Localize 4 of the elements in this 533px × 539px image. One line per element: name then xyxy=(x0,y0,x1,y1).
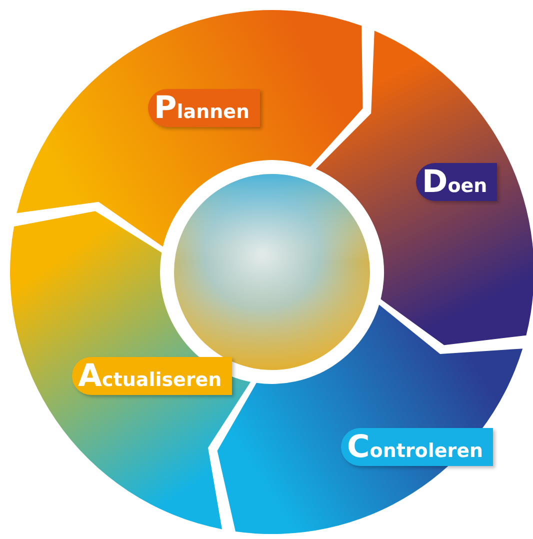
step-label-tab: Plannen xyxy=(148,89,260,127)
step-label-tab: Controleren xyxy=(341,428,494,466)
step-label-tab: Actualiseren xyxy=(72,357,232,395)
step-label-tab: Doen xyxy=(416,163,498,201)
